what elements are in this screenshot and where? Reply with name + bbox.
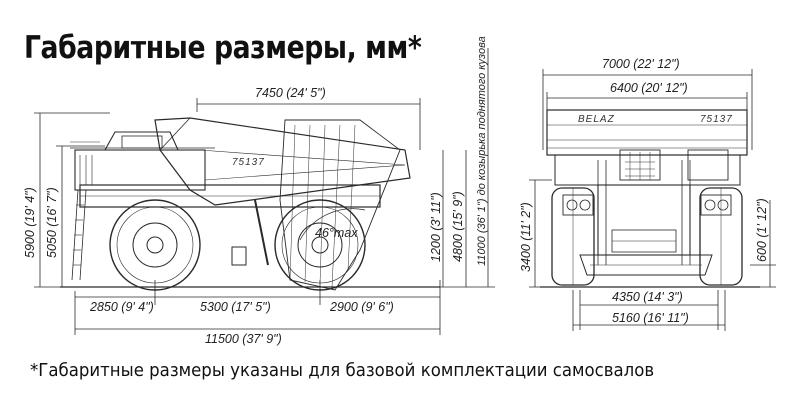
dim-raised-height: 11000 (36' 1") до козырька поднятого куз… <box>476 36 488 266</box>
dim-width-total: 7000 (22' 12") <box>602 57 680 71</box>
dim-track-front: 4350 (14' 3") <box>612 290 683 304</box>
front-view-dimension-lines <box>529 69 776 331</box>
dim-length-total: 11500 (37' 9") <box>205 332 282 346</box>
dim-height-total: 5900 (19' 4") <box>23 187 37 258</box>
side-model-label: 75137 <box>232 157 265 168</box>
dim-body-height: 4800 (15' 9") <box>451 191 465 262</box>
dim-body-length: 7450 (24' 5") <box>255 86 326 100</box>
dim-ground-clearance: 600 (1' 12") <box>755 198 769 262</box>
front-brand-label: BELAZ <box>578 114 615 125</box>
dim-width-body: 6400 (20' 12") <box>610 81 688 95</box>
front-view-truck <box>540 109 760 288</box>
dim-wheelbase: 5300 (17' 5") <box>200 300 271 314</box>
dim-dump-angle: 46°max <box>315 226 358 240</box>
dim-ground-clearance-rear: 1200 (3' 11") <box>429 192 443 262</box>
dim-height-cab: 5050 (16' 7") <box>45 187 59 258</box>
dim-height-deck: 3400 (11' 2") <box>519 202 533 272</box>
dim-track-rear: 5160 (16' 11") <box>612 311 689 325</box>
page-title: Габаритные размеры, мм* <box>24 30 422 66</box>
dim-front-overhang: 2850 (9' 4") <box>89 300 154 314</box>
front-model-label: 75137 <box>700 114 733 125</box>
footnote: *Габаритные размеры указаны для базовой … <box>30 360 655 381</box>
side-view-dimension-lines <box>34 48 495 335</box>
dim-rear-overhang: 2900 (9' 6") <box>329 300 394 314</box>
side-view-truck <box>60 117 440 291</box>
